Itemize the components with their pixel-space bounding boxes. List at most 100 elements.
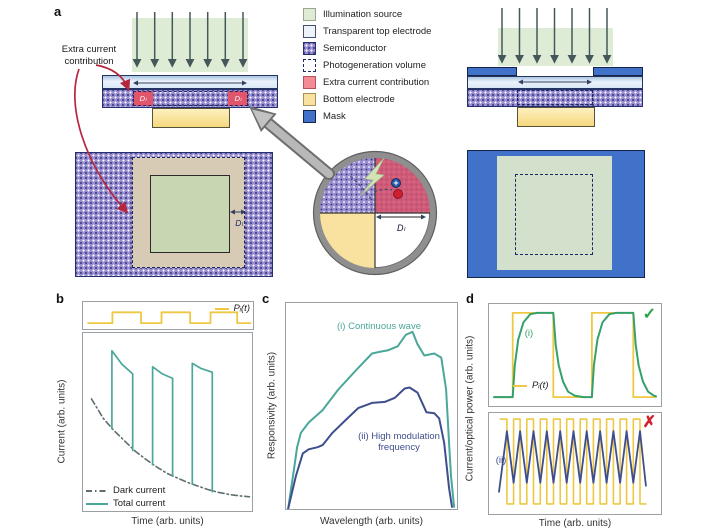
power-legend-d: Pᵢ(t) bbox=[513, 380, 549, 391]
responsivity-chart bbox=[287, 330, 456, 510]
extra-current-region-left: Dₗ bbox=[133, 91, 153, 106]
teal-line-swatch bbox=[86, 502, 108, 505]
extra-current-annotation: Extra current contribution bbox=[61, 44, 117, 67]
mask-strip-right bbox=[593, 67, 643, 76]
legend-row-total-current: Total current bbox=[86, 497, 165, 510]
dash-dot-line-swatch bbox=[86, 489, 108, 492]
width-arrow-right bbox=[518, 79, 592, 85]
legend-item: Photogeneration volume bbox=[303, 57, 431, 74]
magnifier-bottom-electrode-quadrant bbox=[320, 213, 375, 268]
legend-item: Mask bbox=[303, 108, 431, 125]
panel-a-label: a bbox=[54, 4, 62, 19]
legend-item: Extra current contribution bbox=[303, 74, 431, 91]
illumination-arrows-right bbox=[498, 8, 612, 64]
series-Total current bbox=[191, 362, 214, 493]
series-Pᵢ(t) bbox=[87, 311, 252, 325]
fast-modulation-chart bbox=[498, 418, 647, 505]
panel-d-bottom-plot: (ii) ✗ bbox=[488, 412, 662, 515]
dark-current-label: Dark current bbox=[113, 485, 166, 496]
legend-label: Mask bbox=[323, 111, 346, 122]
series-Total current bbox=[151, 365, 174, 478]
legend-label: Bottom electrode bbox=[323, 94, 395, 105]
magnifier-inset: Dₗ bbox=[312, 150, 438, 276]
series-Pᵢ(t) bbox=[493, 311, 657, 398]
mask-swatch bbox=[303, 110, 316, 123]
series-Pᵢ(t) bbox=[499, 418, 647, 505]
photon-bolt-icon bbox=[359, 157, 385, 197]
carrier-path-dashed bbox=[373, 188, 393, 193]
high-modulation-label: (ii) High modulation frequency bbox=[358, 431, 440, 454]
bottom-electrode-swatch bbox=[303, 93, 316, 106]
photogeneration-volume-left bbox=[133, 91, 248, 106]
panel-c-plot: (i) Continuous wave (ii) High modulation… bbox=[285, 302, 458, 510]
panel-d-top-plot: (i) Pᵢ(t) ✓ bbox=[488, 303, 662, 407]
trace-ii-label: (ii) bbox=[495, 455, 507, 466]
panel-b-xlabel: Time (arb. units) bbox=[131, 516, 204, 527]
panel-c-xlabel: Wavelength (arb. units) bbox=[319, 516, 423, 527]
dl-label: Dₗ bbox=[139, 93, 147, 103]
legend-label: Extra current contribution bbox=[323, 77, 430, 88]
series-(ii) bbox=[498, 430, 647, 493]
yellow-line-swatch bbox=[513, 384, 527, 387]
legend-item: Bottom electrode bbox=[303, 91, 431, 108]
magnifier-semiconductor-quadrant bbox=[320, 158, 375, 213]
power-legend: Pᵢ(t) bbox=[214, 303, 251, 314]
carrier-path-dashed bbox=[349, 175, 372, 200]
figure-legend: Illumination source Transparent top elec… bbox=[303, 6, 431, 125]
total-current-label: Total current bbox=[113, 498, 166, 509]
top-electrode-swatch bbox=[303, 25, 316, 38]
power-legend-label: Pᵢ(t) bbox=[532, 380, 549, 391]
series-(i) bbox=[493, 311, 657, 399]
top-view-electrode-area-left bbox=[150, 175, 230, 253]
hole-dot bbox=[393, 189, 403, 199]
series-(i) Continuous wave bbox=[287, 330, 456, 510]
legend-label: Illumination source bbox=[323, 9, 403, 20]
photogeneration-swatch bbox=[303, 59, 316, 72]
legend-label: Semiconductor bbox=[323, 43, 387, 54]
photogeneration-volume-right bbox=[517, 90, 593, 105]
top-view-photogeneration-right bbox=[515, 174, 593, 255]
legend-label: Photogeneration volume bbox=[323, 60, 426, 71]
panel-c-ylabel: Responsivity (arb. units) bbox=[266, 351, 278, 460]
legend-label: Transparent top electrode bbox=[323, 26, 432, 37]
panel-b-label: b bbox=[56, 291, 64, 306]
panel-c-label: c bbox=[262, 291, 270, 306]
yellow-line-swatch bbox=[214, 307, 229, 310]
extra-current-swatch bbox=[303, 76, 316, 89]
panel-d-ylabel: Current/optical power (arb. units) bbox=[464, 335, 476, 482]
series-Total current bbox=[111, 349, 134, 452]
semiconductor-right bbox=[467, 89, 643, 107]
panel-d-label: d bbox=[466, 291, 474, 306]
illumination-arrows-left bbox=[132, 12, 248, 68]
series-Dark current bbox=[90, 398, 251, 498]
check-icon: ✓ bbox=[642, 306, 656, 323]
semiconductor-swatch bbox=[303, 42, 316, 55]
power-legend-label: Pᵢ(t) bbox=[233, 303, 251, 314]
extra-current-region-right: Dₗ bbox=[228, 91, 248, 106]
dl-label: Dₗ bbox=[234, 93, 242, 103]
panel-d-xlabel: Time (arb. units) bbox=[538, 518, 612, 529]
legend-item: Illumination source bbox=[303, 6, 431, 23]
panel-b-power-inset: Pᵢ(t) bbox=[82, 301, 254, 330]
series-(ii) High modulation frequency bbox=[287, 386, 453, 510]
dl-label: Dₗ bbox=[397, 223, 406, 233]
dl-width-arrow bbox=[230, 209, 246, 215]
legend-item: Semiconductor bbox=[303, 40, 431, 57]
trace-i-label: (i) bbox=[524, 328, 534, 339]
slow-modulation-chart bbox=[493, 311, 657, 399]
mask-strip-left bbox=[467, 67, 517, 76]
width-arrow-left bbox=[133, 80, 247, 86]
panel-b-legend: Dark current Total current bbox=[86, 484, 165, 510]
cross-icon: ✗ bbox=[642, 414, 656, 431]
legend-row-dark-current: Dark current bbox=[86, 484, 165, 497]
current-vs-time-chart bbox=[90, 349, 251, 498]
dl-label: Dₗ bbox=[235, 218, 243, 228]
panel-b-plot: Dark current Total current bbox=[82, 332, 253, 512]
continuous-wave-label: (i) Continuous wave bbox=[337, 321, 421, 332]
power-waveform-chart bbox=[87, 311, 252, 325]
bottom-electrode-left bbox=[152, 108, 230, 128]
bottom-electrode-right bbox=[517, 107, 595, 127]
panel-b-ylabel: Current (arb. units) bbox=[56, 379, 68, 464]
legend-item: Transparent top electrode bbox=[303, 23, 431, 40]
